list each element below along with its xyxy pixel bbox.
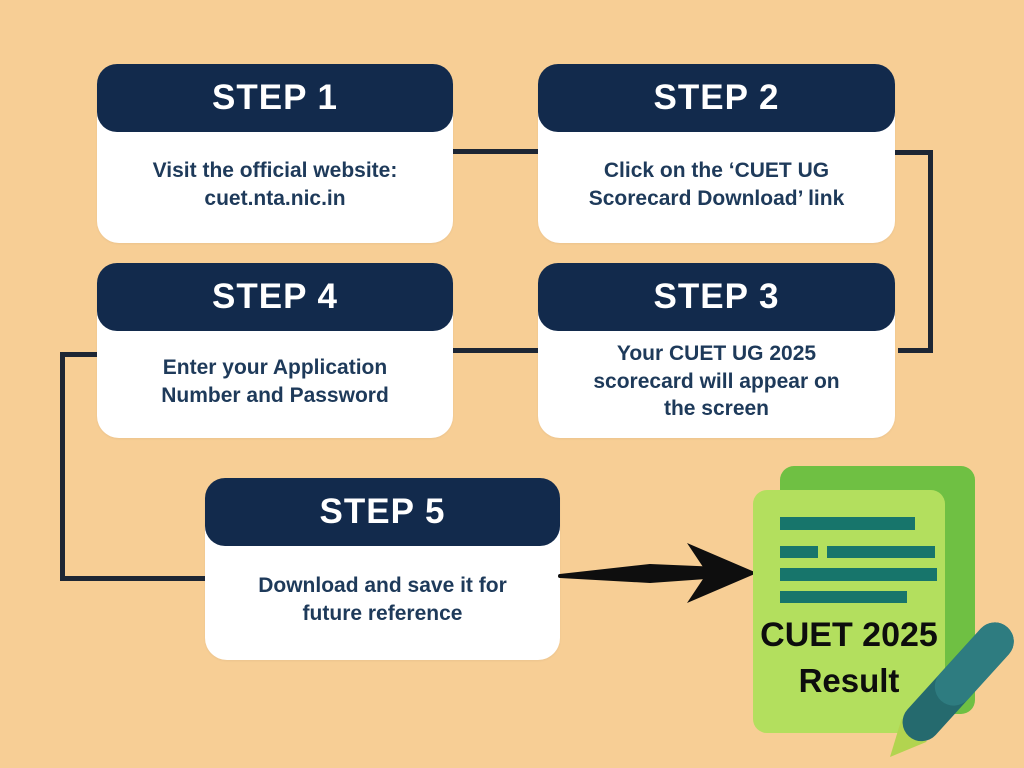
step-5-card: STEP 5 Download and save it for future r… [205, 478, 560, 660]
step-3-card: STEP 3 Your CUET UG 2025 scorecard will … [538, 263, 895, 438]
document-text-bar [780, 568, 937, 581]
document-text-bar [780, 546, 818, 558]
step-4-card: STEP 4 Enter your Application Number and… [97, 263, 453, 438]
step-5-title: STEP 5 [205, 478, 560, 546]
document-text-bar [780, 517, 915, 530]
pen-icon [890, 622, 1014, 757]
document-text-bar [827, 546, 935, 558]
document-text-bar [780, 591, 907, 603]
step-3-title: STEP 3 [538, 263, 895, 331]
step-1-card: STEP 1 Visit the official website: cuet.… [97, 64, 453, 243]
connector-step2-step3-vertical [928, 150, 933, 353]
step-5-description: Download and save it for future referenc… [258, 574, 507, 625]
result-caption-line2: Result [798, 662, 900, 699]
step-4-title: STEP 4 [97, 263, 453, 331]
connector-step4-step5-vertical [60, 352, 65, 581]
step-2-description: Click on the ‘CUET UG Scorecard Download… [588, 158, 845, 210]
step-1-description: Visit the official website: cuet.nta.nic… [152, 158, 398, 210]
connector-step3-step4 [453, 348, 538, 353]
step-3-description: Your CUET UG 2025 scorecard will appear … [593, 341, 840, 421]
result-caption-line1: CUET 2025 [760, 616, 938, 654]
step-2-title: STEP 2 [538, 64, 895, 132]
step-1-title: STEP 1 [97, 64, 453, 132]
connector-step4-step5-top [60, 352, 97, 357]
connector-step4-step5-bottom [60, 576, 205, 581]
document-front-sheet [753, 490, 945, 733]
connector-step2-step3-bottom [898, 348, 933, 353]
step-2-card: STEP 2 Click on the ‘CUET UG Scorecard D… [538, 64, 895, 243]
connector-step1-step2 [453, 149, 538, 154]
document-back-sheet [780, 466, 975, 714]
step-4-description: Enter your Application Number and Passwo… [161, 355, 389, 407]
right-arrow-icon [558, 543, 757, 603]
connector-step2-step3-top [895, 150, 933, 155]
